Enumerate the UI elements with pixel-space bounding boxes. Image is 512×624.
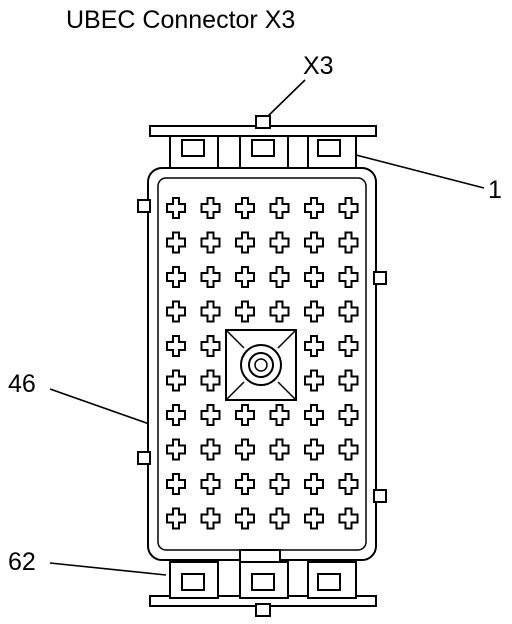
terminal-cavity	[338, 231, 359, 254]
terminal-cavity	[338, 404, 359, 426]
top-latch-center-window	[251, 139, 275, 157]
terminal-cavity	[304, 507, 324, 530]
terminal-cavity	[200, 473, 221, 495]
terminal-cavity	[304, 300, 324, 323]
callout-pin-62-label: 62	[8, 548, 36, 576]
terminal-cavity	[200, 404, 221, 426]
leader-x3	[265, 79, 306, 119]
terminal-cavity	[338, 335, 359, 357]
terminal-cavity	[304, 438, 324, 461]
center-bolt	[225, 329, 297, 401]
terminal-cavity	[200, 300, 221, 323]
terminal-cavity	[269, 507, 290, 530]
side-rib-right-1	[373, 271, 387, 285]
terminal-cavity	[200, 335, 221, 357]
terminal-cavity	[269, 266, 290, 288]
top-latch-left-window	[181, 139, 205, 157]
terminal-cavity	[200, 231, 221, 254]
terminal-cavity	[304, 369, 324, 392]
callout-pin-1-label: 1	[488, 176, 502, 204]
bottom-latch-left-window	[181, 573, 205, 591]
terminal-cavity	[200, 197, 221, 219]
terminal-cavity	[166, 231, 186, 254]
terminal-cavity	[269, 197, 290, 219]
terminal-cavity	[166, 404, 186, 426]
terminal-cavity	[166, 369, 186, 392]
callout-pin-46-label: 46	[8, 370, 36, 398]
center-bolt-braces	[225, 329, 297, 401]
side-rib-left-2	[137, 451, 151, 465]
terminal-cavity	[235, 473, 255, 495]
center-bolt-inner-ring	[248, 352, 274, 378]
leader-pin-1	[355, 154, 485, 189]
terminal-cavity	[304, 404, 324, 426]
terminal-cavity	[338, 266, 359, 288]
terminal-cavity	[166, 335, 186, 357]
top-key-tab	[255, 115, 271, 129]
terminal-cavity	[269, 473, 290, 495]
bottom-latch-center	[239, 561, 289, 599]
top-latch-right-window	[317, 139, 341, 157]
terminal-cavity	[166, 300, 186, 323]
terminal-cavity	[200, 369, 221, 392]
terminal-cavity	[338, 438, 359, 461]
side-rib-right-2	[373, 489, 387, 503]
terminal-cavity	[166, 438, 186, 461]
terminal-cavity	[166, 197, 186, 219]
terminal-cavity	[235, 266, 255, 288]
terminal-cavity	[235, 300, 255, 323]
terminal-cavity	[166, 266, 186, 288]
terminal-cavity	[269, 231, 290, 254]
terminal-cavity	[304, 473, 324, 495]
terminal-cavity	[235, 404, 255, 426]
bottom-key-tab	[255, 603, 271, 617]
terminal-cavity	[200, 266, 221, 288]
terminal-cavity	[304, 231, 324, 254]
terminal-cavity	[235, 507, 255, 530]
terminal-cavity	[304, 335, 324, 357]
callout-x3-label: X3	[303, 52, 334, 80]
terminal-cavity	[269, 438, 290, 461]
terminal-cavity	[304, 266, 324, 288]
terminal-grid	[166, 197, 359, 530]
terminal-cavity	[166, 473, 186, 495]
terminal-cavity	[338, 369, 359, 392]
terminal-cavity	[338, 300, 359, 323]
terminal-cavity	[338, 197, 359, 219]
diagram-title: UBEC Connector X3	[66, 6, 295, 34]
terminal-cavity	[338, 507, 359, 530]
center-bolt-hole	[254, 358, 268, 372]
bottom-latch-right-window	[317, 573, 341, 591]
terminal-cavity	[200, 507, 221, 530]
terminal-cavity	[269, 404, 290, 426]
terminal-cavity	[235, 438, 255, 461]
terminal-cavity	[200, 438, 221, 461]
terminal-cavity	[235, 197, 255, 219]
terminal-cavity	[166, 507, 186, 530]
terminal-cavity	[235, 231, 255, 254]
side-rib-left-1	[137, 199, 151, 213]
terminal-cavity	[338, 473, 359, 495]
terminal-cavity	[304, 197, 324, 219]
bottom-latch-center-window	[251, 573, 275, 591]
terminal-cavity	[269, 300, 290, 323]
leader-pin-62	[49, 562, 167, 576]
